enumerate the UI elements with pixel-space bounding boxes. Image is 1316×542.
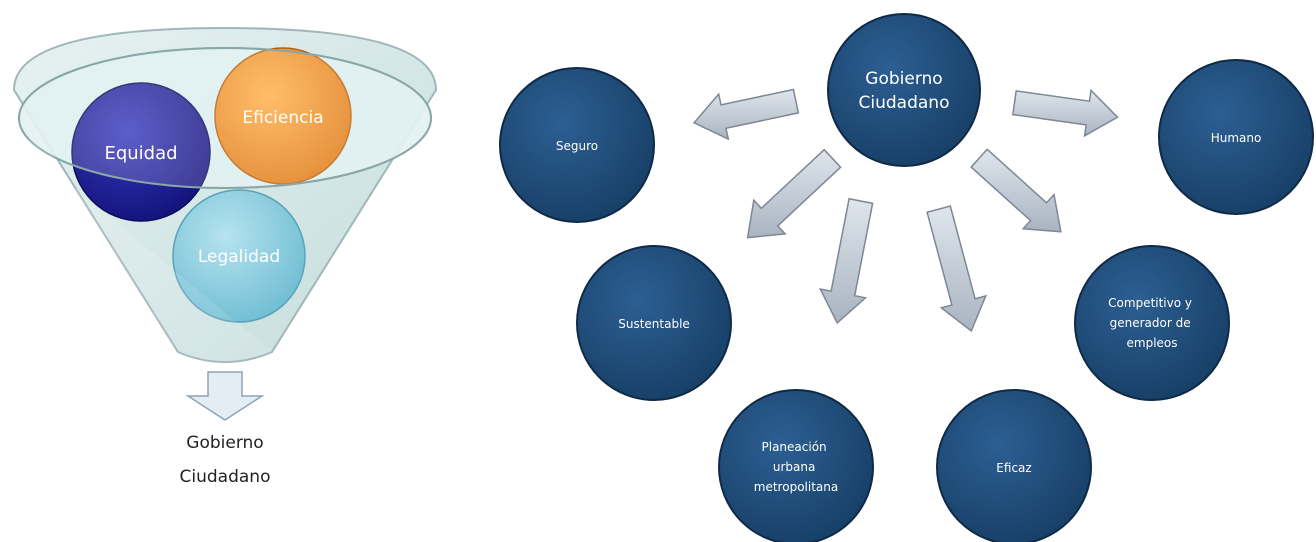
hub-label-line1: Gobierno — [865, 69, 942, 89]
node-planeacion-label: Planeación urbana metropolitana — [754, 440, 838, 494]
eficiencia-circle — [214, 47, 352, 185]
node-humano-circle — [1158, 59, 1314, 215]
arrow-to-planeacion — [818, 197, 874, 325]
node-seguro-circle — [499, 67, 655, 223]
hub-circle — [827, 13, 981, 167]
funnel-output-line2: Ciudadano — [180, 467, 271, 487]
funnel-rim-overlay — [18, 47, 432, 189]
node-seguro-label: Seguro — [556, 139, 598, 153]
arrow-to-sustentable — [746, 148, 842, 239]
node-planeacion-circle — [718, 389, 874, 542]
equidad-label: Equidad — [104, 143, 177, 164]
node-humano-label: Humano — [1211, 131, 1262, 145]
funnel-down-arrow — [185, 371, 265, 421]
node-eficaz-label: Eficaz — [996, 461, 1031, 475]
arrow-to-humano — [1011, 88, 1119, 138]
node-competitivo-circle — [1074, 245, 1230, 401]
node-humano: Humano — [1158, 59, 1314, 215]
funnel-glass-overlay — [24, 110, 272, 362]
node-sustentable: Sustentable — [576, 245, 732, 401]
arrows-group — [692, 88, 1119, 333]
node-sustentable-circle — [576, 245, 732, 401]
node-sustentable-label: Sustentable — [618, 317, 690, 331]
eficiencia-label: Eficiencia — [242, 108, 323, 128]
hub-label-line2: Ciudadano — [859, 93, 950, 113]
legalidad-label: Legalidad — [198, 247, 280, 267]
node-competitivo: Competitivo y generador de empleos — [1074, 245, 1230, 401]
funnel-output-line1: Gobierno — [186, 433, 263, 453]
node-seguro: Seguro — [499, 67, 655, 223]
node-competitivo-label: Competitivo y generador de empleos — [1108, 296, 1196, 350]
arrow-to-seguro — [692, 88, 800, 141]
legalidad-circle — [172, 189, 306, 323]
node-planeacion: Planeación urbana metropolitana — [718, 389, 874, 542]
arrow-to-competitivo — [970, 148, 1062, 233]
node-eficaz-circle — [936, 389, 1092, 542]
node-eficaz: Eficaz — [936, 389, 1092, 542]
arrow-to-eficaz — [926, 205, 988, 333]
